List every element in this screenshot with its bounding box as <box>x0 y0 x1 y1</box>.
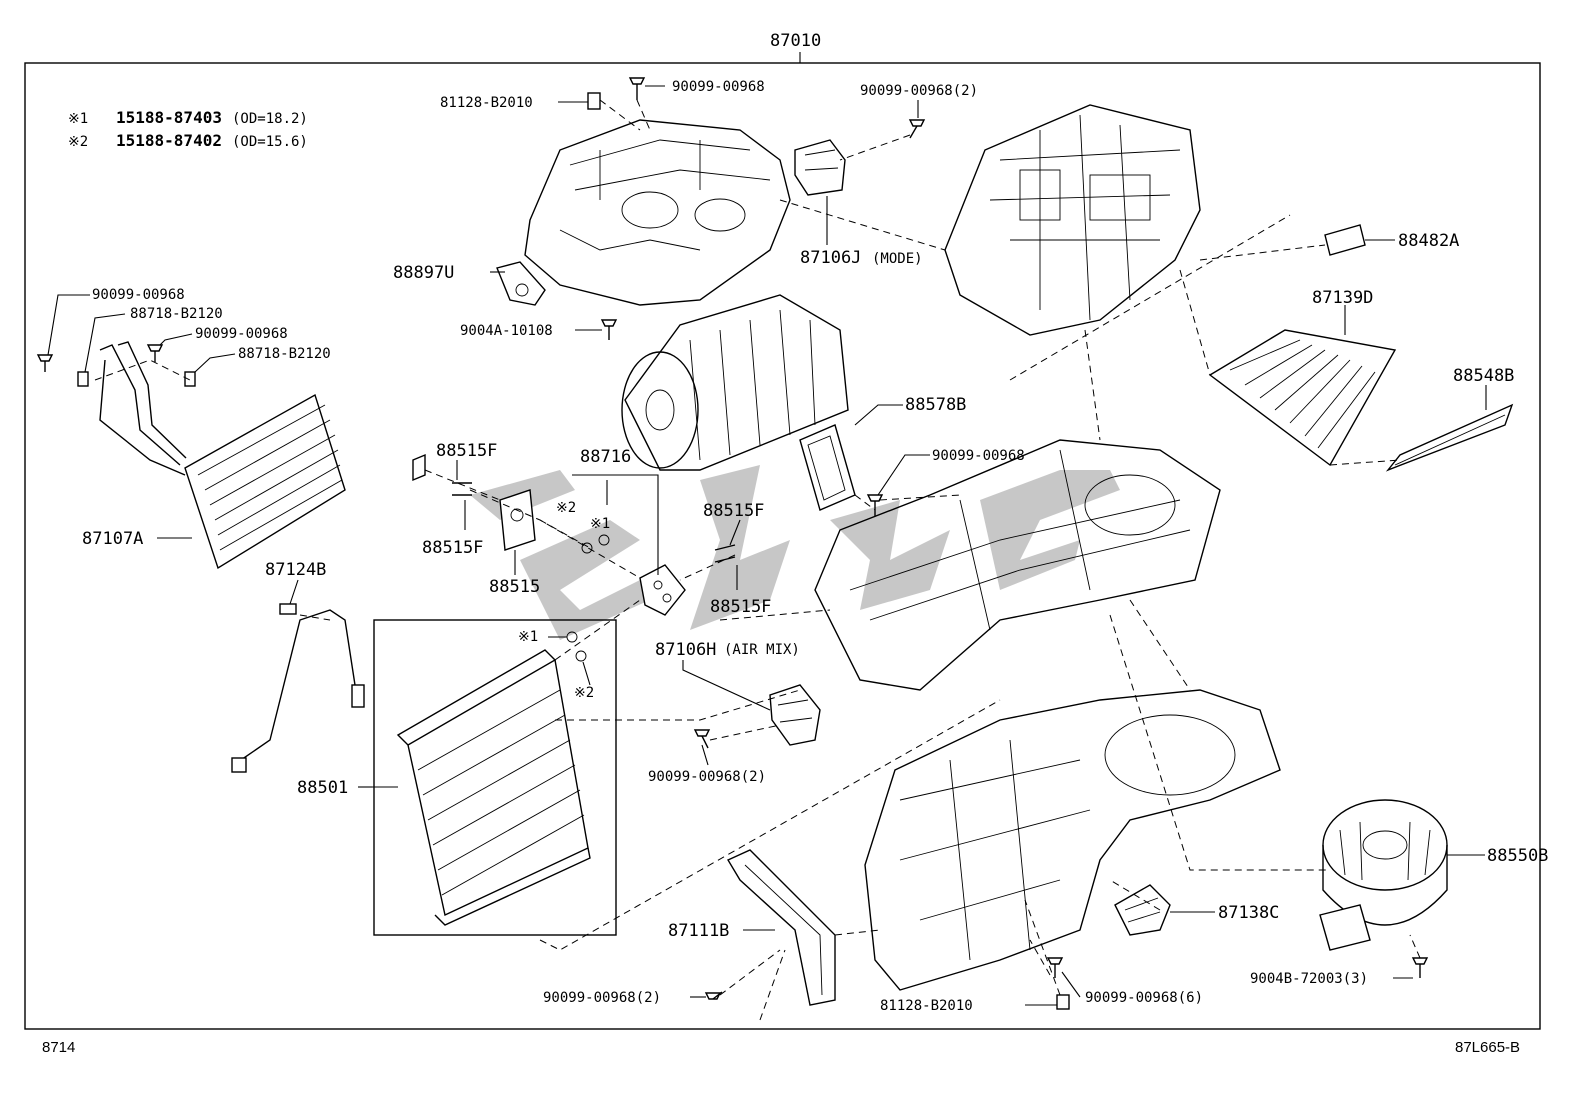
heater-core-87107a-drawing <box>99 341 346 570</box>
label-90099-top2: 90099-00968(2) <box>860 83 978 99</box>
label-87138c: 87138C <box>1218 903 1279 923</box>
airmix-actuator-drawing <box>769 684 821 746</box>
note-2-spec: (OD=15.6) <box>232 134 308 150</box>
note-2-mark: ※2 <box>68 134 88 150</box>
label-88515f-4: 88515F <box>710 597 771 617</box>
label-88578b: 88578B <box>905 395 966 415</box>
label-88515: 88515 <box>489 577 540 597</box>
seal-88578b-drawing <box>799 424 856 511</box>
mode-actuator-drawing <box>794 139 846 196</box>
label-90099-left-bottom: 90099-00968(2) <box>543 990 661 1006</box>
evaporator-88501-drawing <box>396 631 591 926</box>
label-90099-mid: 90099-00968 <box>932 448 1025 464</box>
note-1-part: 15188-87403 <box>116 108 222 127</box>
lower-housing-drawing <box>864 689 1281 991</box>
assembly-label: 87010 <box>770 31 821 51</box>
label-90099-left2: 90099-00968 <box>195 326 288 342</box>
duct-87111b-drawing <box>726 849 836 1006</box>
connector-88897u-drawing <box>496 261 546 306</box>
label-87106h: 87106H <box>655 640 716 660</box>
label-90099-2b: 90099-00968(2) <box>648 769 766 785</box>
label-87139d: 87139D <box>1312 288 1373 308</box>
screw-9004b-drawing <box>1411 957 1429 978</box>
blower-motor-88550b-drawing <box>1319 799 1448 951</box>
mark-2b: ※2 <box>574 685 594 701</box>
label-90099-top: 90099-00968 <box>672 79 765 95</box>
expansion-valve-drawing <box>412 453 736 563</box>
label-87107a: 87107A <box>82 529 143 549</box>
screw-housing-drawing <box>866 494 884 516</box>
label-88550b: 88550B <box>1487 846 1548 866</box>
label-90099-6: 90099-00968(6) <box>1085 990 1203 1006</box>
resistor-87138c-drawing <box>1114 884 1171 936</box>
footer-left-code: 8714 <box>42 1039 75 1056</box>
fan-drum-drawing <box>621 294 849 471</box>
label-9004b: 9004B-72003(3) <box>1250 971 1368 987</box>
label-87106j: 87106J <box>800 248 861 268</box>
label-87106j-note: (MODE) <box>872 251 923 267</box>
screw-airmix-drawing <box>693 729 711 749</box>
assembly-guide-lines <box>94 99 1421 1021</box>
label-88716: 88716 <box>580 447 631 467</box>
bracket-88482a-drawing <box>1324 224 1366 256</box>
mark-1a: ※1 <box>590 516 610 532</box>
label-88718-2: 88718-B2120 <box>238 346 331 362</box>
left-fasteners-drawing <box>36 344 196 387</box>
label-88897u: 88897U <box>393 263 454 283</box>
screw-9004a-drawing <box>600 319 618 340</box>
middle-housing-drawing <box>814 439 1221 691</box>
clip-81128-top-drawing <box>587 92 601 110</box>
note-1-mark: ※1 <box>68 111 88 127</box>
label-88718-1: 88718-B2120 <box>130 306 223 322</box>
label-87124b: 87124B <box>265 560 326 580</box>
mark-1b: ※1 <box>518 629 538 645</box>
assembly-frame <box>24 62 1541 1030</box>
note-1-spec: (OD=18.2) <box>232 111 308 127</box>
bottom-fasteners-drawing <box>704 957 1070 1010</box>
cover-88548b-drawing <box>1385 403 1514 472</box>
filter-87139d-drawing <box>1208 329 1397 467</box>
evaporator-box <box>373 619 617 936</box>
label-87106h-note: (AIR MIX) <box>724 642 800 658</box>
label-90099-left1: 90099-00968 <box>92 287 185 303</box>
label-88515f-3: 88515F <box>422 538 483 558</box>
footer-right-code: 87L665-B <box>1455 1039 1520 1056</box>
label-88501: 88501 <box>297 778 348 798</box>
label-88548b: 88548B <box>1453 366 1514 386</box>
leader-lines <box>47 85 1487 1006</box>
label-88515f-1: 88515F <box>436 441 497 461</box>
label-88515f-2: 88515F <box>703 501 764 521</box>
label-9004a: 9004A-10108 <box>460 323 553 339</box>
label-81128-top: 81128-B2010 <box>440 95 533 111</box>
label-88482a: 88482A <box>1398 231 1459 251</box>
block-88716-drawing <box>581 534 686 616</box>
note-2-part: 15188-87402 <box>116 131 222 150</box>
part-labels: 81128-B2010 90099-00968 90099-00968(2) 8… <box>82 79 1548 1014</box>
sensor-87124b-drawing <box>231 603 365 773</box>
screw-top-drawing <box>628 77 646 100</box>
notes-block: ※1 15188-87403 (OD=18.2) ※2 15188-87402 … <box>68 108 308 150</box>
upper-right-housing-drawing <box>944 104 1201 336</box>
label-87111b: 87111B <box>668 921 729 941</box>
screw-mode-drawing <box>908 119 926 139</box>
label-81128-bottom: 81128-B2010 <box>880 998 973 1014</box>
watermark-logo <box>470 465 1120 640</box>
mark-2a: ※2 <box>556 500 576 516</box>
upper-duct-case-drawing <box>524 119 791 306</box>
